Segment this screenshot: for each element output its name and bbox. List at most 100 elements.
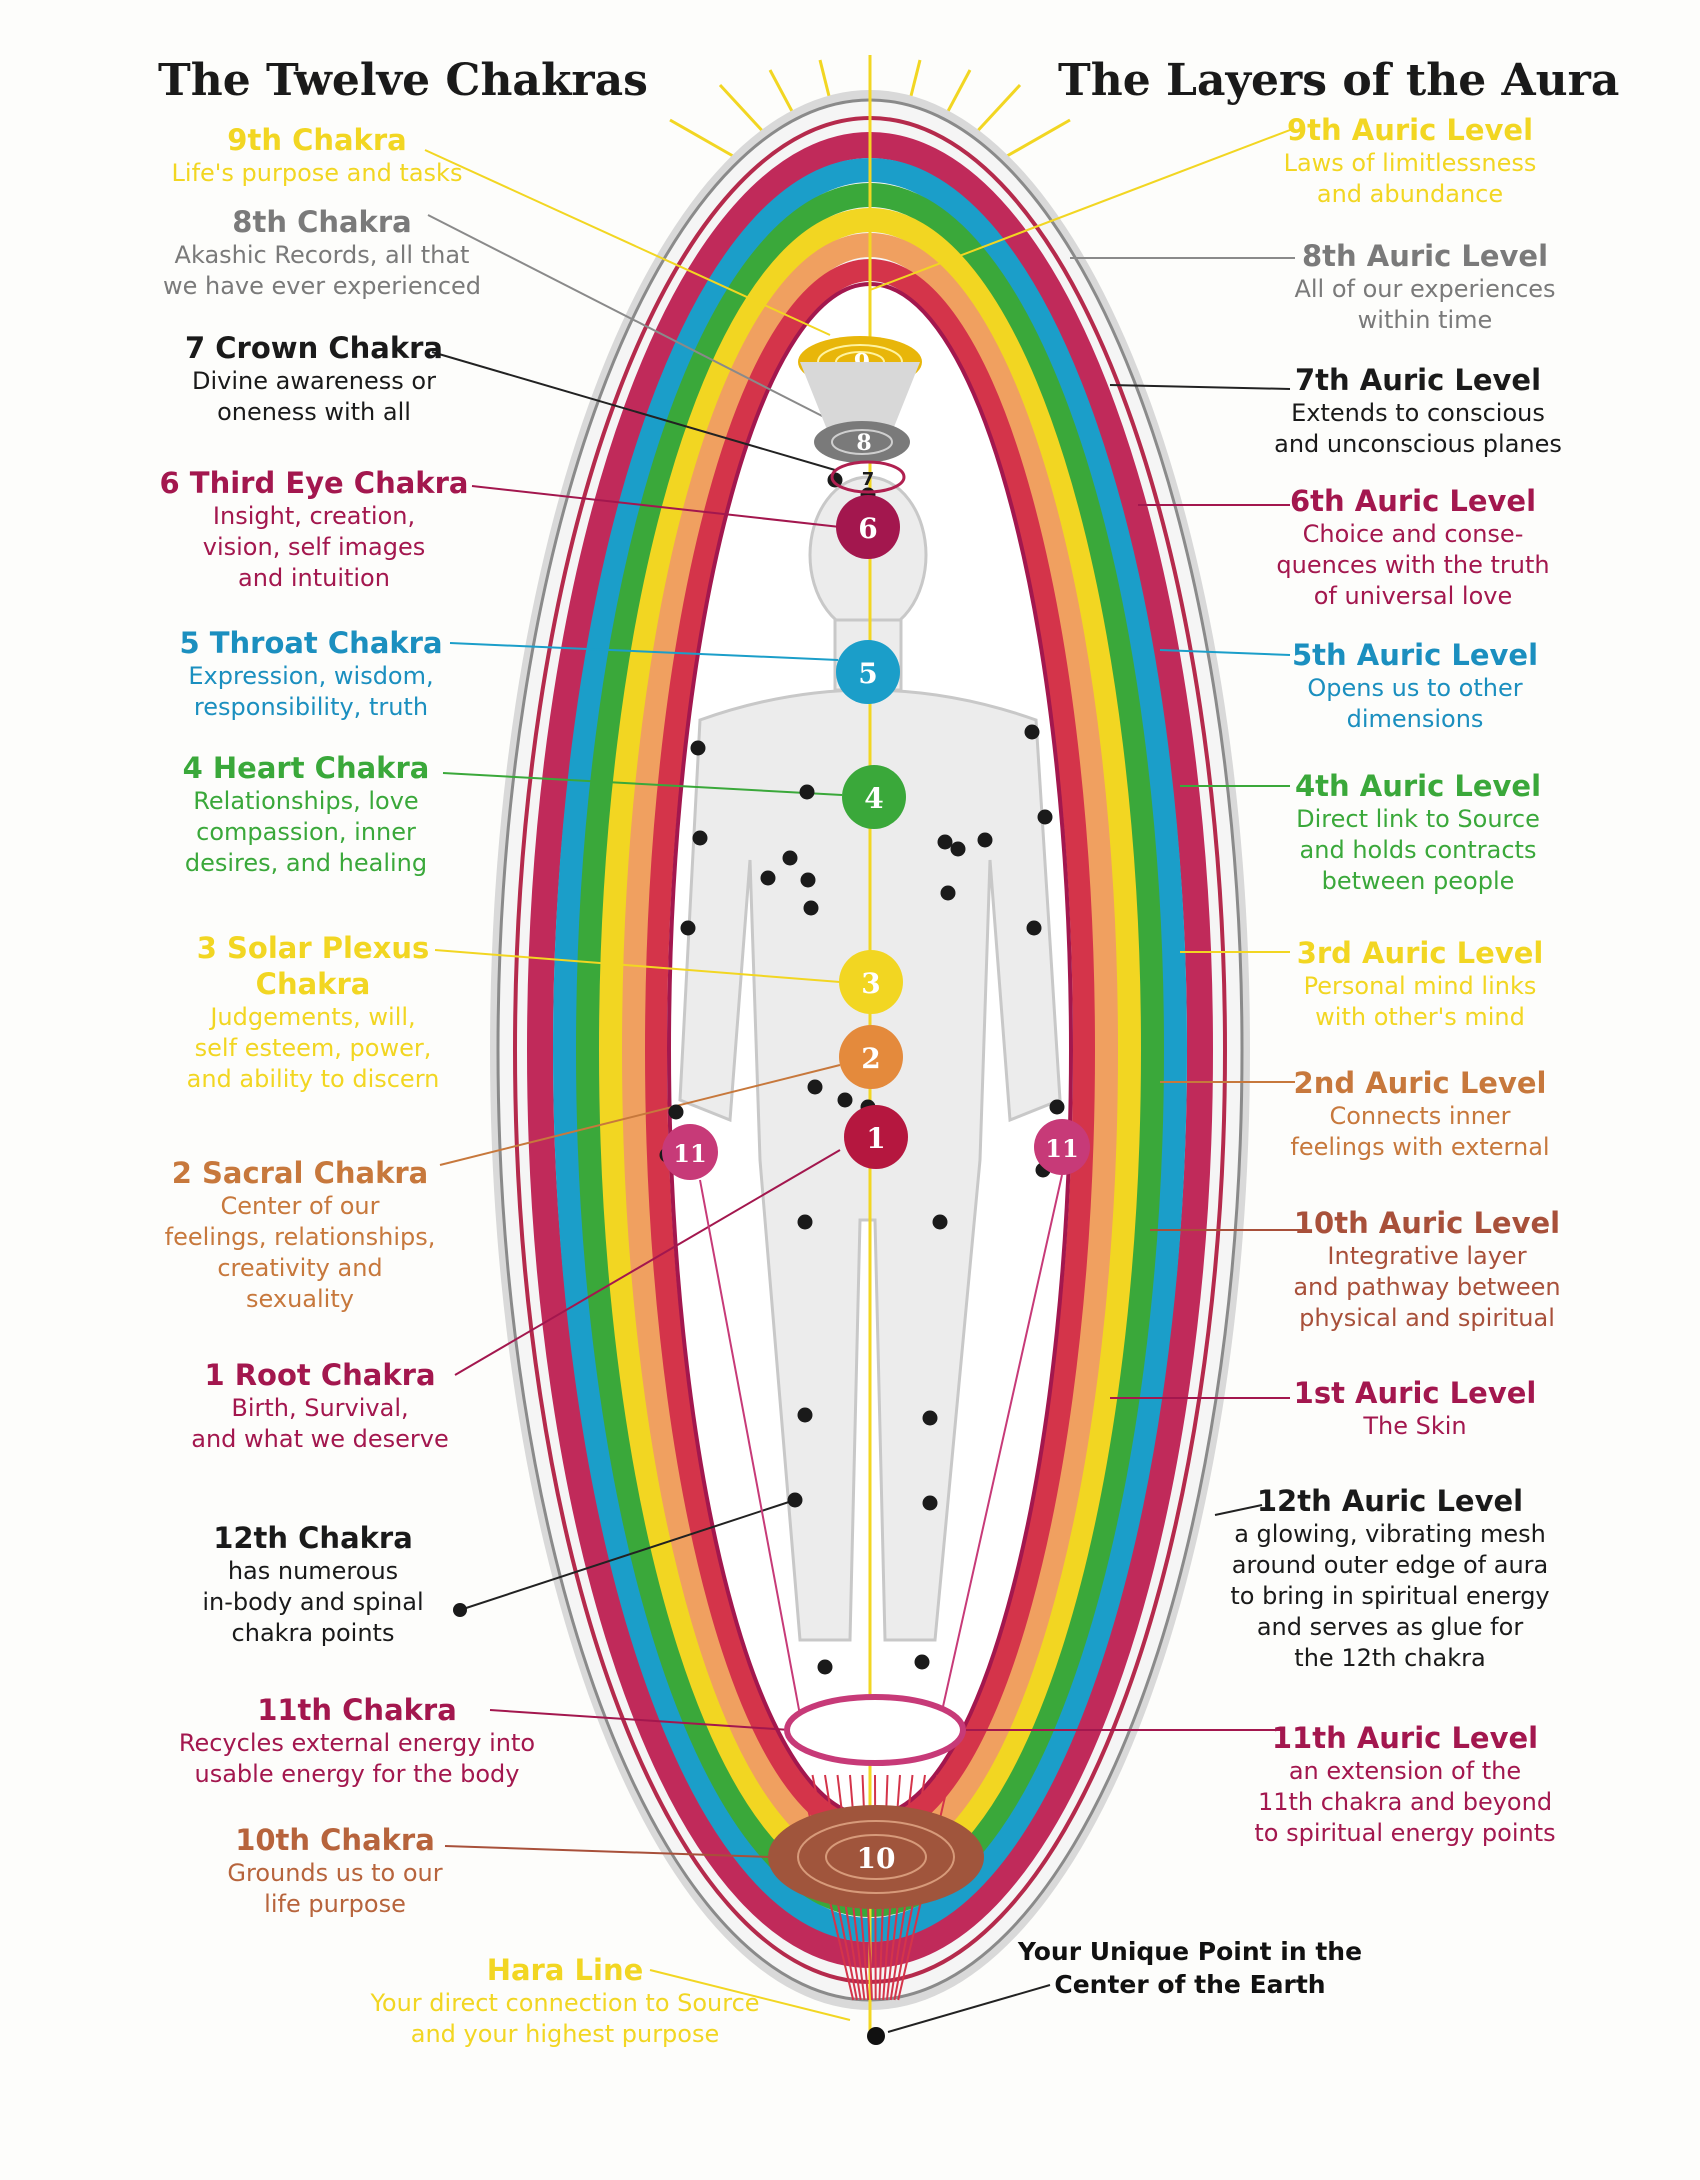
chakra-10-heading: 10th Chakra	[235, 1823, 435, 1857]
chakra-12-point	[922, 1495, 938, 1511]
connector-line	[1109, 384, 1291, 390]
connector-line	[424, 149, 831, 336]
chakra-11-line: usable energy for the body	[194, 1760, 520, 1788]
chakra-12-point	[692, 830, 708, 846]
connector-line	[449, 642, 839, 661]
auric-12-line: around outer edge of aura	[1231, 1551, 1549, 1579]
chakra-12-point	[799, 784, 815, 800]
chakra-12-point	[690, 740, 706, 756]
chakra-12-line: in-body and spinal	[202, 1588, 424, 1616]
chakra-12-point	[760, 870, 776, 886]
auric-5-line: Opens us to other	[1307, 674, 1523, 702]
connector-line	[471, 485, 841, 528]
chakra-11-ring	[784, 1694, 966, 1766]
earth-point-line: Center of the Earth	[1054, 1970, 1326, 1999]
chakra-12-point	[977, 832, 993, 848]
auric-11-line: 11th chakra and beyond	[1257, 1788, 1553, 1816]
connector-line	[1214, 1504, 1263, 1516]
chakra-7-number: 7	[862, 469, 875, 490]
chakra-5-line: responsibility, truth	[193, 693, 429, 721]
auric-5-heading: 5th Auric Level	[1291, 638, 1539, 672]
auric-10-line: Integrative layer	[1327, 1242, 1527, 1270]
chakra-5: 5	[836, 640, 900, 704]
auric-2-line: feelings with external	[1290, 1133, 1550, 1161]
connector-line	[887, 1984, 1051, 2033]
earth-point-line: Your Unique Point in the	[1017, 1937, 1363, 1966]
chakra-1-line: Birth, Survival,	[231, 1394, 409, 1422]
chakra-2-label: 2 Sacral Chakra Center of our feelings, …	[65, 1155, 535, 1315]
chakra-2: 2	[839, 1025, 903, 1089]
chakra-1-heading: 1 Root Chakra	[204, 1358, 436, 1392]
auric-10-heading: 10th Auric Level	[1293, 1206, 1561, 1240]
connector-line	[427, 214, 831, 421]
chakra-12-point	[1049, 1099, 1065, 1115]
auric-2-line: Connects inner	[1329, 1102, 1511, 1130]
auric-12-line: a glowing, vibrating mesh	[1234, 1520, 1546, 1548]
chakra-10-line: life purpose	[264, 1890, 406, 1918]
auric-5-label: 5th Auric Level Opens us to other dimens…	[1180, 637, 1650, 735]
connector-line	[869, 129, 1291, 291]
chakra-3-label: 3 Solar Plexus Chakra Judgements, will, …	[148, 930, 478, 1095]
earth-center-point	[867, 2027, 885, 2045]
auric-10-line: and pathway between	[1293, 1273, 1561, 1301]
auric-2-label: 2nd Auric Level Connects inner feelings …	[1185, 1065, 1655, 1163]
chakra-2-number: 2	[861, 1042, 880, 1075]
chakra-12-point	[837, 1092, 853, 1108]
auric-8-label: 8th Auric Level All of our experiences w…	[1190, 238, 1660, 336]
chakra-11-right: 11	[1034, 1119, 1090, 1175]
auric-12-line: to bring in spiritual energy	[1230, 1582, 1550, 1610]
chakra-12-point	[922, 1410, 938, 1426]
chakra-7-heading: 7 Crown Chakra	[185, 331, 443, 365]
chakra-10-number: 10	[857, 1842, 896, 1875]
chakra-12-point	[803, 900, 819, 916]
auric-7-label: 7th Auric Level Extends to conscious and…	[1183, 362, 1653, 460]
chakra-11-left: 11	[662, 1124, 718, 1180]
chakra-10-line: Grounds us to our	[227, 1859, 443, 1887]
crown-light-rays	[669, 55, 1071, 162]
auric-5-line: dimensions	[1346, 705, 1484, 733]
chakra-11-heading: 11th Chakra	[257, 1693, 457, 1727]
chakra-6-line: and intuition	[238, 564, 390, 592]
connector-line	[649, 1969, 851, 2021]
chakra-2-heading: 2 Sacral Chakra	[171, 1156, 429, 1190]
chakra-12-point	[787, 1492, 803, 1508]
chakra-12-point	[680, 920, 696, 936]
auric-6-line: of universal love	[1313, 582, 1513, 610]
auric-9-heading: 9th Auric Level	[1286, 113, 1534, 147]
auric-7-line: and unconscious planes	[1274, 430, 1562, 458]
auric-11-line: to spiritual energy points	[1254, 1819, 1556, 1847]
auric-9-line: and abundance	[1316, 180, 1504, 208]
chakra-5-heading: 5 Throat Chakra	[179, 626, 443, 660]
label-connectors	[424, 129, 1305, 2033]
auric-8-heading: 8th Auric Level	[1301, 239, 1549, 273]
hara-line-heading: Hara Line	[486, 1953, 644, 1987]
chakra-2-line: creativity and	[217, 1254, 383, 1282]
auric-9-line: Laws of limitlessness	[1283, 149, 1537, 177]
chakra-2-line: Center of our	[220, 1192, 380, 1220]
chakra-7-line: oneness with all	[217, 398, 411, 426]
chakra-12-point	[940, 885, 956, 901]
auric-4-line: Direct link to Source	[1296, 805, 1540, 833]
chakra-4-line: desires, and healing	[184, 849, 428, 877]
auric-10-line: physical and spiritual	[1299, 1304, 1555, 1332]
chakra-2-line: feelings, relationships,	[164, 1223, 436, 1251]
auric-4-label: 4th Auric Level Direct link to Source an…	[1183, 768, 1653, 897]
chakra-4-label: 4 Heart Chakra Relationships, love compa…	[71, 750, 541, 879]
chakra-8-line: Akashic Records, all that	[174, 241, 470, 269]
chakra-6-number: 6	[858, 512, 877, 545]
auric-6-label: 6th Auric Level Choice and conse- quence…	[1178, 483, 1648, 612]
chakra-12-point	[937, 834, 953, 850]
chakra-3-number: 3	[861, 967, 880, 1000]
chakra-1-number: 1	[866, 1122, 885, 1155]
chakra-5-line: Expression, wisdom,	[188, 662, 434, 690]
auric-1-heading: 1st Auric Level	[1293, 1376, 1537, 1410]
chakra-12-point	[807, 1079, 823, 1095]
chakra-12-point	[914, 1654, 930, 1670]
auric-2-heading: 2nd Auric Level	[1293, 1066, 1547, 1100]
chakra-12-point	[782, 850, 798, 866]
auric-1-line: The Skin	[1363, 1412, 1467, 1440]
chakra-5-number: 5	[858, 657, 877, 690]
chakra-10-label: 10th Chakra Grounds us to our life purpo…	[100, 1822, 570, 1920]
chakra-6-heading: 6 Third Eye Chakra	[159, 466, 469, 500]
chakra-12-point	[800, 872, 816, 888]
